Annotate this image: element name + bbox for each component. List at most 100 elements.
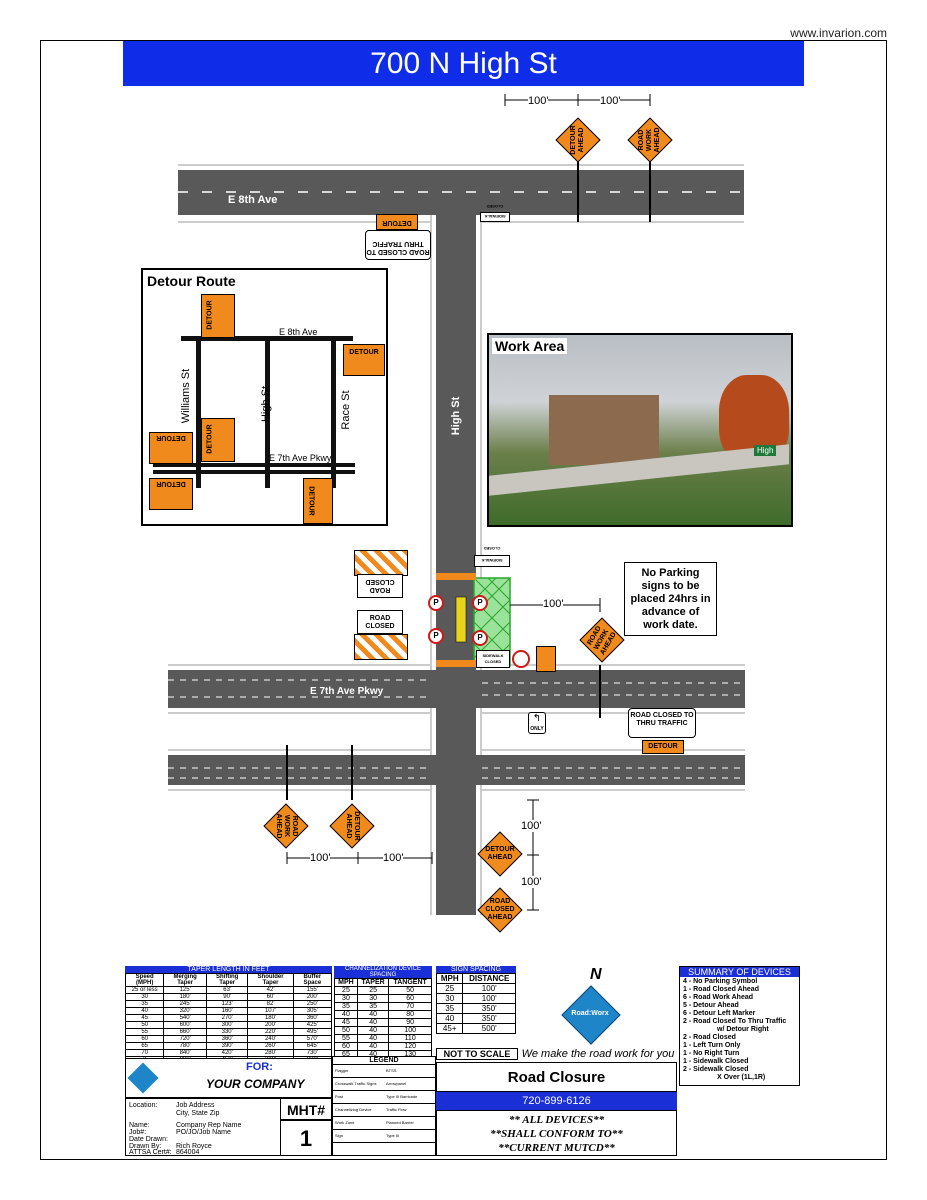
dim-label: 100'	[600, 95, 621, 107]
table-header: Shoulder Taper	[247, 973, 294, 987]
table-cell: 30	[356, 994, 390, 1003]
dim-label: 100'	[528, 95, 549, 107]
detour-ahead-sign: DETOUR AHEAD	[477, 831, 523, 877]
drawn-value: Rich Royce	[176, 1143, 212, 1150]
table-cell: 155'	[292, 986, 333, 994]
table-cell: 540'	[163, 1014, 207, 1022]
equipment	[455, 596, 467, 643]
table-cell: 63'	[205, 986, 249, 994]
table-cell: 40	[356, 1026, 390, 1035]
summary-item: 1 - Sidewalk Closed	[683, 1058, 749, 1065]
detour-ahead-sign: DETOUR AHEAD	[329, 803, 375, 849]
phone-number[interactable]: 720-899-6126	[436, 1092, 677, 1110]
road-closed-thru-sign: ROAD CLOSED TO THRU TRAFFIC	[628, 708, 696, 738]
street-label-e8th: E 8th Ave	[228, 194, 278, 206]
summary-item: w/ Detour Right	[717, 1026, 769, 1033]
summary-item: 4 - No Parking Symbol	[683, 978, 758, 985]
table-cell: 55	[334, 1034, 358, 1043]
table-cell: 55	[124, 1028, 165, 1036]
legend-item: Planned Barrier	[384, 1117, 435, 1130]
table-cell: 280'	[247, 1049, 294, 1057]
table-cell: 60	[334, 1042, 358, 1051]
no-parking-icon: P	[428, 628, 444, 644]
table-cell: 220'	[247, 1028, 294, 1036]
table-cell: 645'	[292, 1042, 333, 1050]
inset-high-label: High St	[260, 385, 272, 423]
legend-item: Crosswalk Traffic Signs	[333, 1078, 384, 1091]
legend-item: Flagger	[333, 1065, 384, 1078]
house-shape	[549, 395, 659, 465]
atssa-value: 864004	[176, 1149, 200, 1156]
table-cell: 40	[124, 1007, 165, 1015]
work-area-title: Work Area	[492, 338, 568, 354]
table-cell: 120	[388, 1042, 432, 1051]
location-value-2: City, State Zip	[176, 1110, 220, 1117]
summary-item: 2 - Road Closed	[683, 1034, 736, 1041]
table-cell: 100'	[462, 993, 516, 1004]
legend-item: Type III	[384, 1130, 435, 1143]
detour-marker-sign: DETOUR	[376, 214, 418, 230]
legend-item: BTSS	[384, 1065, 435, 1078]
road-closed-sign: ROAD CLOSED	[357, 610, 403, 634]
table-cell: 350'	[462, 1013, 516, 1024]
table-cell: 100'	[462, 983, 516, 994]
table-cell: 50	[388, 986, 432, 995]
table-cell: 45	[124, 1014, 165, 1022]
table-cell: 25	[334, 986, 358, 995]
no-parking-icon: P	[472, 595, 488, 611]
inset-detour-sign: DETOUR	[149, 478, 193, 510]
detour-route-panel: Detour Route E 8th Ave E 7th Ave Pkwy Wi…	[141, 268, 388, 526]
table-cell: 45	[334, 1018, 358, 1027]
table-cell: 80	[388, 1010, 432, 1019]
table-cell: 35	[435, 1003, 464, 1014]
detour-route-title: Detour Route	[147, 273, 236, 289]
table-cell: 270'	[205, 1014, 249, 1022]
taper-table-title: TAPER LENGTH IN FEET	[125, 966, 332, 973]
conform-line: **SHALL CONFORM TO**	[490, 1128, 623, 1140]
work-area-photo: Work Area High	[487, 333, 793, 527]
street-label-high: High St	[450, 396, 462, 436]
table-cell: 200'	[247, 1021, 294, 1029]
logo-text: Road:Worx	[571, 1010, 609, 1017]
table-cell: 360'	[205, 1035, 249, 1043]
for-label: FOR:	[246, 1061, 273, 1073]
inset-detour-sign: DETOUR	[303, 478, 333, 524]
barricade-south	[436, 660, 476, 667]
table-cell: 25	[356, 986, 390, 995]
north-arrow: N	[590, 966, 602, 983]
table-header: TAPER	[356, 978, 390, 987]
legend-item: Work Zone	[333, 1117, 384, 1130]
table-cell: 82'	[247, 1000, 294, 1008]
legend-item: Arrowpanel	[384, 1078, 435, 1091]
inset-race-label: Race St	[340, 390, 352, 430]
legend-item: Traffic Flow	[384, 1104, 435, 1117]
legend-item: Sign	[333, 1130, 384, 1143]
road-work-ahead-sign: ROAD WORK AHEAD	[579, 617, 625, 663]
drawing-frame	[40, 40, 887, 1160]
table-cell: 240'	[247, 1035, 294, 1043]
table-header: Merging Taper	[163, 973, 207, 987]
table-cell: 30	[124, 993, 165, 1001]
left-turn-only-sign: ↰ ONLY	[528, 712, 546, 734]
summary-item: X Over (1L,1R)	[717, 1074, 766, 1081]
no-parking-note: No Parking signs to be placed 24hrs in a…	[624, 562, 717, 636]
table-header: TANGENT	[388, 978, 432, 987]
table-cell: 40	[435, 1013, 464, 1024]
site-url[interactable]: www.invarion.com	[790, 26, 887, 40]
name-value: Company Rep Name	[176, 1122, 242, 1129]
table-cell: 60'	[247, 993, 294, 1001]
inset-e7th-label: E 7th Ave Pkwy	[269, 453, 332, 463]
dim-label: 100'	[521, 820, 542, 832]
